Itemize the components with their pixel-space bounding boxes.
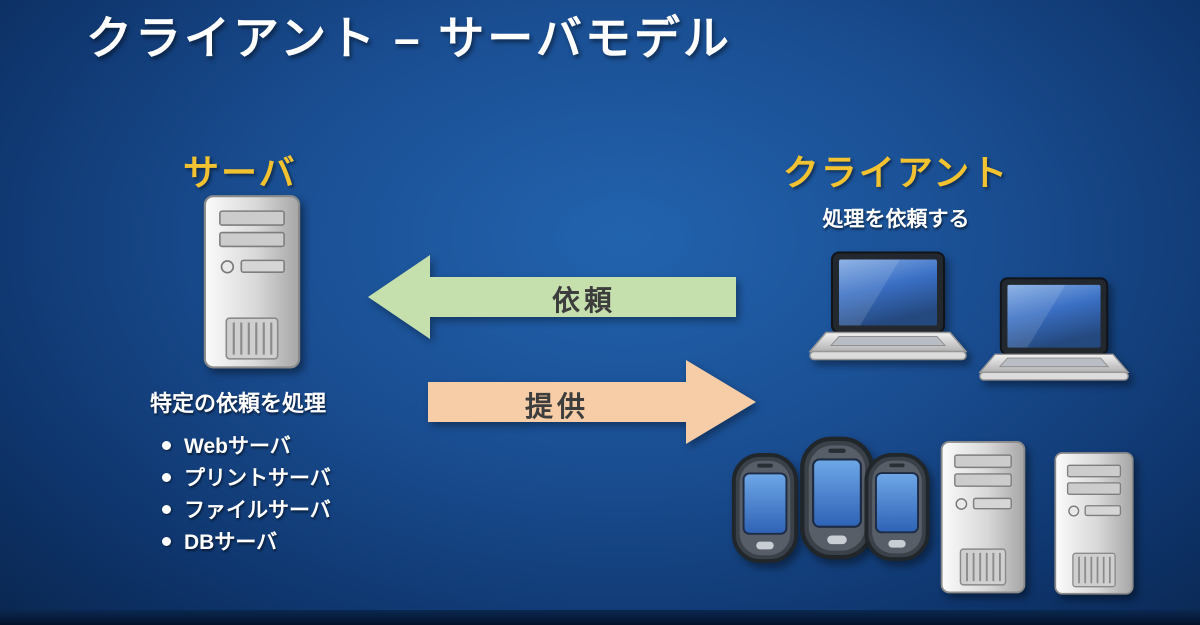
bullet-icon	[162, 536, 171, 546]
bullet-icon	[162, 504, 171, 514]
request-arrow-label: 依頼	[551, 285, 616, 316]
server-caption: 特定の依頼を処理	[150, 391, 327, 416]
bullet-icon	[162, 472, 171, 482]
list-item-label: Webサーバ	[184, 435, 291, 458]
provide-arrow-label: 提供	[524, 391, 589, 422]
provide-arrow: 提供	[428, 352, 758, 452]
right-arrow-shape	[428, 360, 756, 444]
server-type-list: Webサーバ プリントサーバ ファイルサーバ DBサーバ	[162, 429, 331, 557]
list-item: ファイルサーバ	[162, 493, 331, 525]
left-arrow-shape	[368, 255, 736, 339]
client-caption: 処理を依頼する	[822, 208, 970, 231]
server-tower-icon	[1050, 446, 1138, 606]
list-item-label: DBサーバ	[184, 531, 278, 554]
mobile-phone-icon	[730, 452, 800, 564]
server-heading: サーバ	[183, 152, 297, 193]
list-item: DBサーバ	[162, 525, 331, 557]
slide-title: クライアント – サーバモデル	[86, 12, 732, 64]
client-heading: クライアント	[782, 152, 1010, 193]
list-item-label: ファイルサーバ	[184, 499, 331, 522]
server-tower-icon	[936, 434, 1030, 606]
server-tower-icon	[196, 194, 308, 376]
laptop-icon	[978, 276, 1130, 386]
laptop-icon	[808, 250, 968, 366]
bullet-icon	[162, 440, 171, 450]
mobile-phone-icon	[862, 452, 932, 562]
list-item: Webサーバ	[162, 429, 331, 461]
bottom-bar	[0, 610, 1200, 625]
list-item: プリントサーバ	[162, 461, 331, 493]
list-item-label: プリントサーバ	[184, 467, 331, 490]
request-arrow: 依頼	[366, 249, 738, 345]
